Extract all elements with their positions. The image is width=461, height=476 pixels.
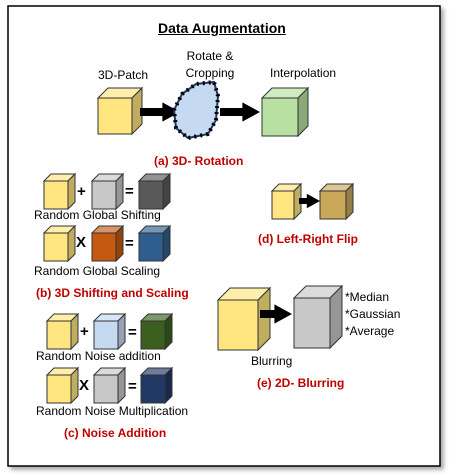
- scale-factor-cube: [90, 224, 125, 263]
- blurring-label: Blurring: [251, 354, 293, 368]
- rotated-cropped-patch: [171, 79, 221, 141]
- frame: [7, 5, 441, 467]
- caption-rotation: (a) 3D- Rotation: [154, 154, 244, 168]
- blur-output-cube: [292, 284, 344, 350]
- shift-offset-cube: [90, 172, 125, 211]
- blur-option-gaussian: *Gaussian: [345, 307, 401, 321]
- scale-result-cube: [137, 224, 172, 263]
- equals-operator: =: [125, 235, 134, 252]
- equals-operator: =: [128, 378, 137, 395]
- noise-add-input-cube: [45, 312, 80, 351]
- noise-multiplication-label: Random Noise Multiplication: [36, 404, 189, 418]
- arrow-flip: [299, 193, 320, 209]
- flip-output-cube: [318, 182, 355, 221]
- scale-input-cube: [42, 224, 77, 263]
- caption-shift-scale: (b) 3D Shifting and Scaling: [36, 286, 189, 300]
- rotate-cropping-label: Rotate & Cropping: [185, 49, 235, 80]
- diagram-title: Data Augmentation: [158, 20, 286, 36]
- caption-blur: (e) 2D- Blurring: [257, 376, 345, 390]
- caption-flip: (d) Left-Right Flip: [258, 232, 358, 246]
- blur-option-average: *Average: [345, 324, 395, 338]
- interpolated-patch-cube: [260, 86, 310, 138]
- shifting-label: Random Global Shifting: [34, 208, 161, 222]
- plus-operator: +: [80, 323, 89, 340]
- equals-operator: =: [128, 324, 137, 341]
- shift-input-cube: [42, 172, 77, 211]
- noise-addition-label: Random Noise addition: [36, 349, 161, 363]
- interpolation-label: Interpolation: [270, 66, 337, 80]
- noise-add-noise-cube: [92, 312, 127, 351]
- blur-option-median: *Median: [345, 290, 390, 304]
- arrow-to-rotate: [140, 102, 180, 122]
- blur-input-cube: [216, 286, 272, 352]
- noise-mul-input-cube: [45, 366, 80, 405]
- arrow-to-interpolate: [220, 102, 260, 122]
- noise-mul-result-cube: [139, 366, 174, 405]
- shift-result-cube: [137, 172, 172, 211]
- noise-add-result-cube: [139, 312, 174, 351]
- arrow-blur: [260, 304, 292, 324]
- equals-operator: =: [125, 183, 134, 200]
- scaling-label: Random Global Scaling: [34, 264, 161, 278]
- noise-mul-noise-cube: [92, 366, 127, 405]
- times-operator: X: [79, 377, 90, 394]
- input-patch-cube: [96, 86, 144, 136]
- flip-input-cube: [270, 182, 303, 221]
- times-operator: X: [76, 234, 87, 251]
- caption-noise: (c) Noise Addition: [64, 426, 167, 440]
- patch-label: 3D-Patch: [98, 68, 149, 82]
- plus-operator: +: [77, 183, 86, 200]
